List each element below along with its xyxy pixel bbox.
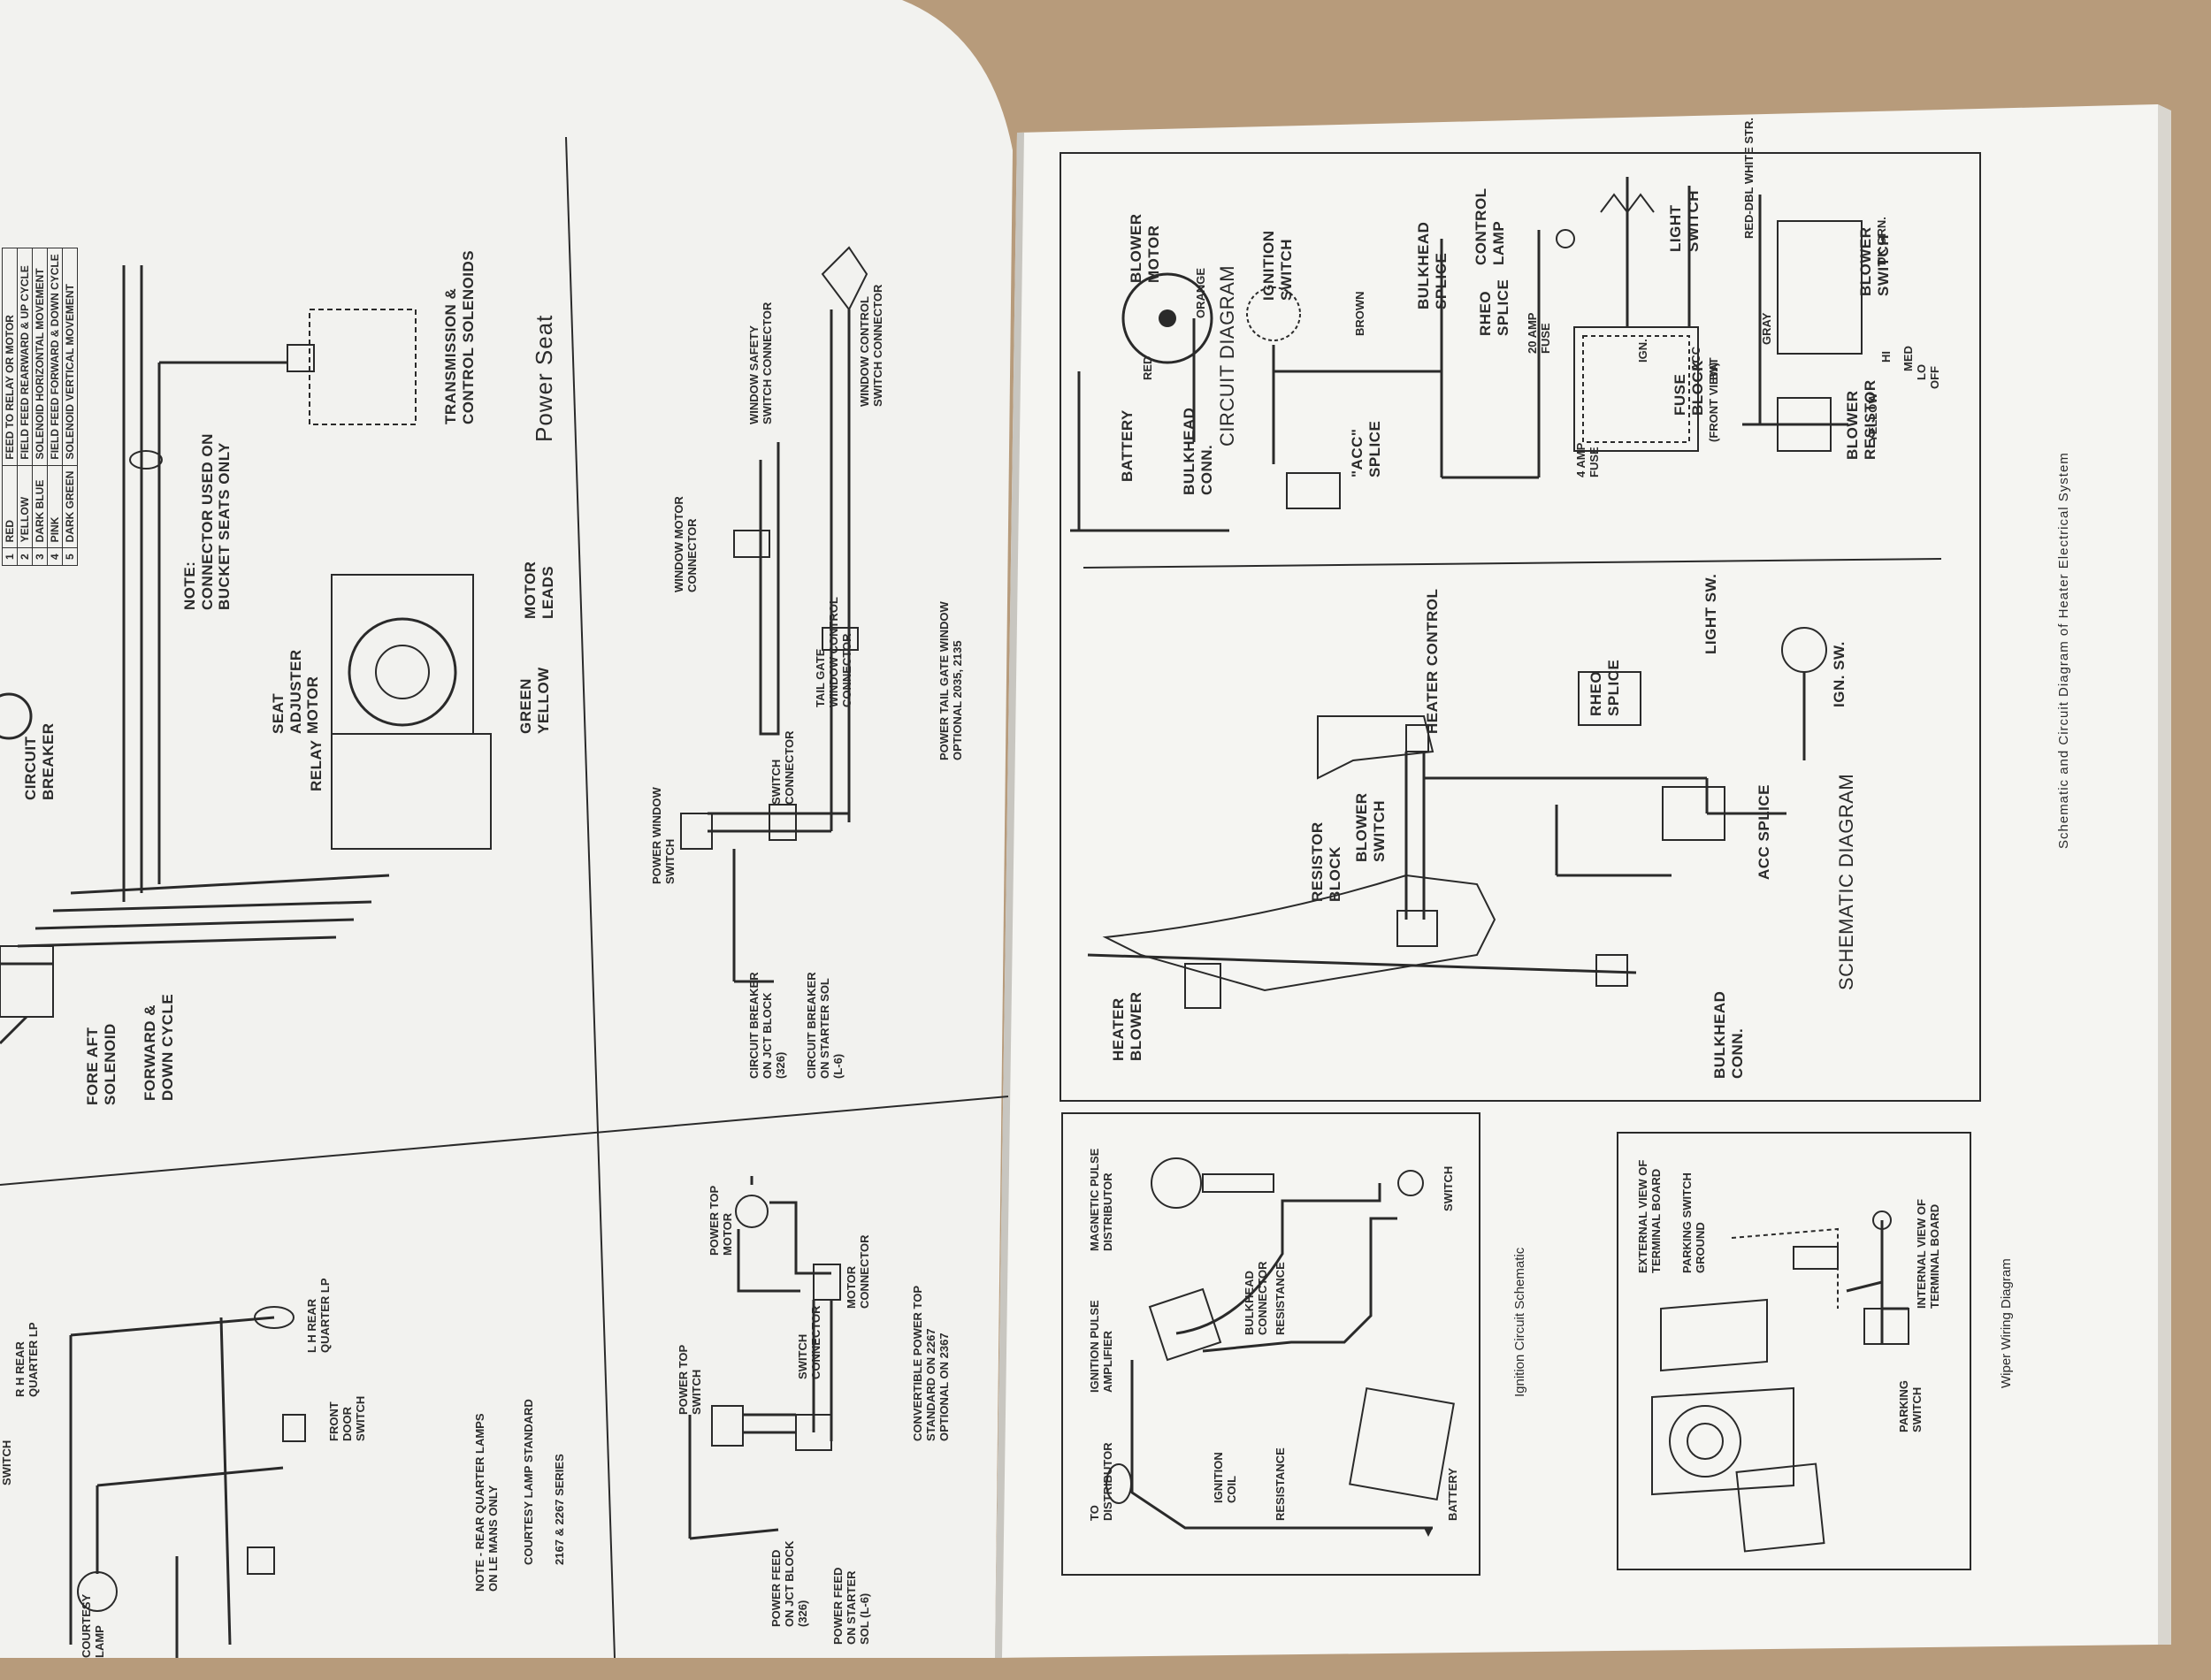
power-top-switch-label: POWER TOP SWITCH (677, 1344, 703, 1415)
wire-color-label: DK GRN. (1875, 217, 1888, 265)
power-window-switch-label: POWER WINDOW SWITCH (650, 787, 677, 884)
parking-ground-label: PARKING SWITCH GROUND (1680, 1172, 1707, 1273)
ign-switch-label: SWITCH (1442, 1165, 1455, 1211)
tailgate-caption: POWER TAIL GATE WINDOW OPTIONAL 2035, 21… (937, 601, 964, 760)
ignition-diagram-shapes (1106, 1157, 1455, 1537)
magnetic-distributor-label: MAGNETIC PULSE DISTRIBUTOR (1088, 1148, 1114, 1251)
courtesy-powertop-diagram (69, 1176, 841, 1658)
window-motor-label: WINDOW MOTOR CONNECTOR (672, 496, 699, 592)
window-control-label: WINDOW CONTROL SWITCH CONNECTOR (858, 284, 884, 407)
wire-color-labels: RED ORANGE BROWN GRAY DK GRN. RED-DBL WHITE S… (1141, 118, 1941, 531)
to-distributor-label: TO DISTRIBUTOR (1088, 1442, 1114, 1521)
feed-jct-label: POWER FEED ON JCT BLOCK (326) (769, 1540, 809, 1628)
ign-bulkhead-label: BULKHEAD CONNECTOR (1243, 1261, 1269, 1335)
relay-label: RELAY (308, 739, 325, 791)
window-safety-label: WINDOW SAFETY SWITCH CONNECTOR (747, 302, 774, 424)
rh-rear-label: R H REAR QUARTER LP (13, 1322, 40, 1398)
schematic-blower-switch: BLOWER SWITCH (1353, 792, 1388, 862)
wire-color-label: YELLOW (1866, 393, 1879, 442)
wire-color-label: GRAY (1760, 312, 1773, 345)
ign-resistance-top: RESISTANCE (1274, 1262, 1287, 1335)
forward-down-label: FORWARD & DOWN CYCLE (142, 993, 176, 1101)
wiper-diagram-shapes (1651, 1210, 1909, 1553)
power-top-motor-connector: MOTOR CONNECTOR (845, 1234, 871, 1309)
wiper-parking-switch: PARKING SWITCH (1897, 1380, 1924, 1432)
wire-color-label: MED (1901, 346, 1915, 371)
external-terminal-label: EXTERNAL VIEW OF TERMINAL BOARD (1636, 1159, 1663, 1273)
wire-color-label: ORANGE (1194, 267, 1207, 318)
ignition-coil-label: IGNITION COIL (1212, 1452, 1238, 1503)
power-seat-title: Power Seat (531, 314, 557, 442)
schematic-diagram-title: SCHEMATIC DIAGRAM (1835, 773, 1857, 990)
schematic-rheo-splice: RHEO SPLICE (1587, 659, 1622, 716)
wire-color-label: RED (1141, 355, 1154, 380)
internal-terminal-label: INTERNAL VIEW OF TERMINAL BOARD (1915, 1199, 1941, 1309)
tailgate-control-label: TAIL GATE WINDOW CONTROL CONNECTOR (814, 597, 853, 707)
wire-color-label: LO (1915, 363, 1928, 380)
heater-blower-label: HEATER BLOWER (1110, 991, 1144, 1061)
wiper-frame (1617, 1132, 1971, 1570)
heater-control-label: HEATER CONTROL (1424, 588, 1441, 734)
wire-color-label: IGN. (1636, 339, 1649, 363)
wire-color-label: OFF (1928, 366, 1941, 389)
feed-starter-label: POWER FEED ON STARTER SOL (L-6) (831, 1567, 871, 1645)
rear-quarter-note: NOTE - REAR QUARTER LAMPS ON LE MANS ONL… (473, 1413, 500, 1592)
wire-color-label: RED-DBL WHITE STR. (1742, 118, 1756, 239)
fore-aft-label: FORE AFT SOLENOID (84, 1023, 119, 1105)
series-label: 2167 & 2267 SERIES (553, 1454, 566, 1565)
transmission-label: TRANSMISSION & CONTROL SOLENOIDS (442, 249, 477, 424)
schematic-bulkhead-conn: BULKHEAD CONN. (1711, 990, 1746, 1079)
power-top-caption: CONVERTIBLE POWER TOP STANDARD ON 2267 O… (911, 1286, 951, 1441)
power-top-switch-connector: SWITCH CONNECTOR (796, 1305, 822, 1379)
schematic-diagram-shapes (1087, 627, 1827, 1009)
switch-label: SWITCH (0, 1439, 13, 1485)
schematic-acc-splice: ACC SPLICE (1756, 784, 1772, 880)
resistor-block-label: RESISTOR BLOCK (1309, 821, 1343, 902)
ignition-frame (1061, 1112, 1480, 1576)
courtesy-standard: COURTESY LAMP STANDARD (522, 1399, 535, 1565)
ign-resistance-bottom: RESISTANCE (1274, 1447, 1287, 1521)
circuit-breaker-label: CIRCUIT BREAKER (22, 722, 57, 800)
wire-color-label: ACC (1689, 346, 1702, 371)
battery-label: BATTERY (1119, 409, 1136, 482)
heater-diagram-frame (1060, 152, 1981, 1102)
pulse-amplifier-label: IGNITION PULSE AMPLIFIER (1088, 1300, 1114, 1393)
cb-starter-label: CIRCUIT BREAKER ON STARTER SOL (L-6) (805, 972, 845, 1079)
cb-jct-label: CIRCUIT BREAKER ON JCT BLOCK (326) (747, 972, 787, 1079)
light-sw-label: LIGHT SW. (1702, 573, 1719, 654)
heater-figure-caption: Schematic and Circuit Diagram of Heater … (2056, 452, 2071, 849)
green-yellow-label: GREEN YELLOW (517, 667, 552, 734)
ign-sw-label: IGN. SW. (1831, 641, 1848, 707)
bucket-note: NOTE: CONNECTOR USED ON BUCKET SEATS ONL… (181, 433, 233, 610)
power-top-motor-label: POWER TOP MOTOR (708, 1185, 734, 1256)
ign-battery-label: BATTERY (1446, 1468, 1459, 1521)
front-door-label: FRONT DOOR SWITCH (327, 1395, 367, 1441)
lh-rear-label: L H REAR QUARTER LP (305, 1278, 332, 1354)
heater-divider (1083, 558, 1942, 569)
wire-color-label: BROWN (1353, 291, 1366, 336)
wire-color-label: BAT (1707, 357, 1720, 380)
wiper-caption: Wiper Wiring Diagram (1999, 1258, 2014, 1388)
motor-leads-label: MOTOR LEADS (522, 561, 556, 619)
circuit-diagram-shapes (1070, 177, 1863, 532)
switch-connector-label: SWITCH CONNECTOR (769, 730, 796, 805)
courtesy-lamp-label: COURTESY LAMP (80, 1593, 106, 1658)
wire-color-label: HI (1879, 351, 1893, 363)
power-seat-diagram (0, 246, 868, 1045)
ignition-caption: Ignition Circuit Schematic (1512, 1247, 1527, 1397)
seat-motor-label: SEAT ADJUSTER MOTOR (270, 649, 322, 734)
